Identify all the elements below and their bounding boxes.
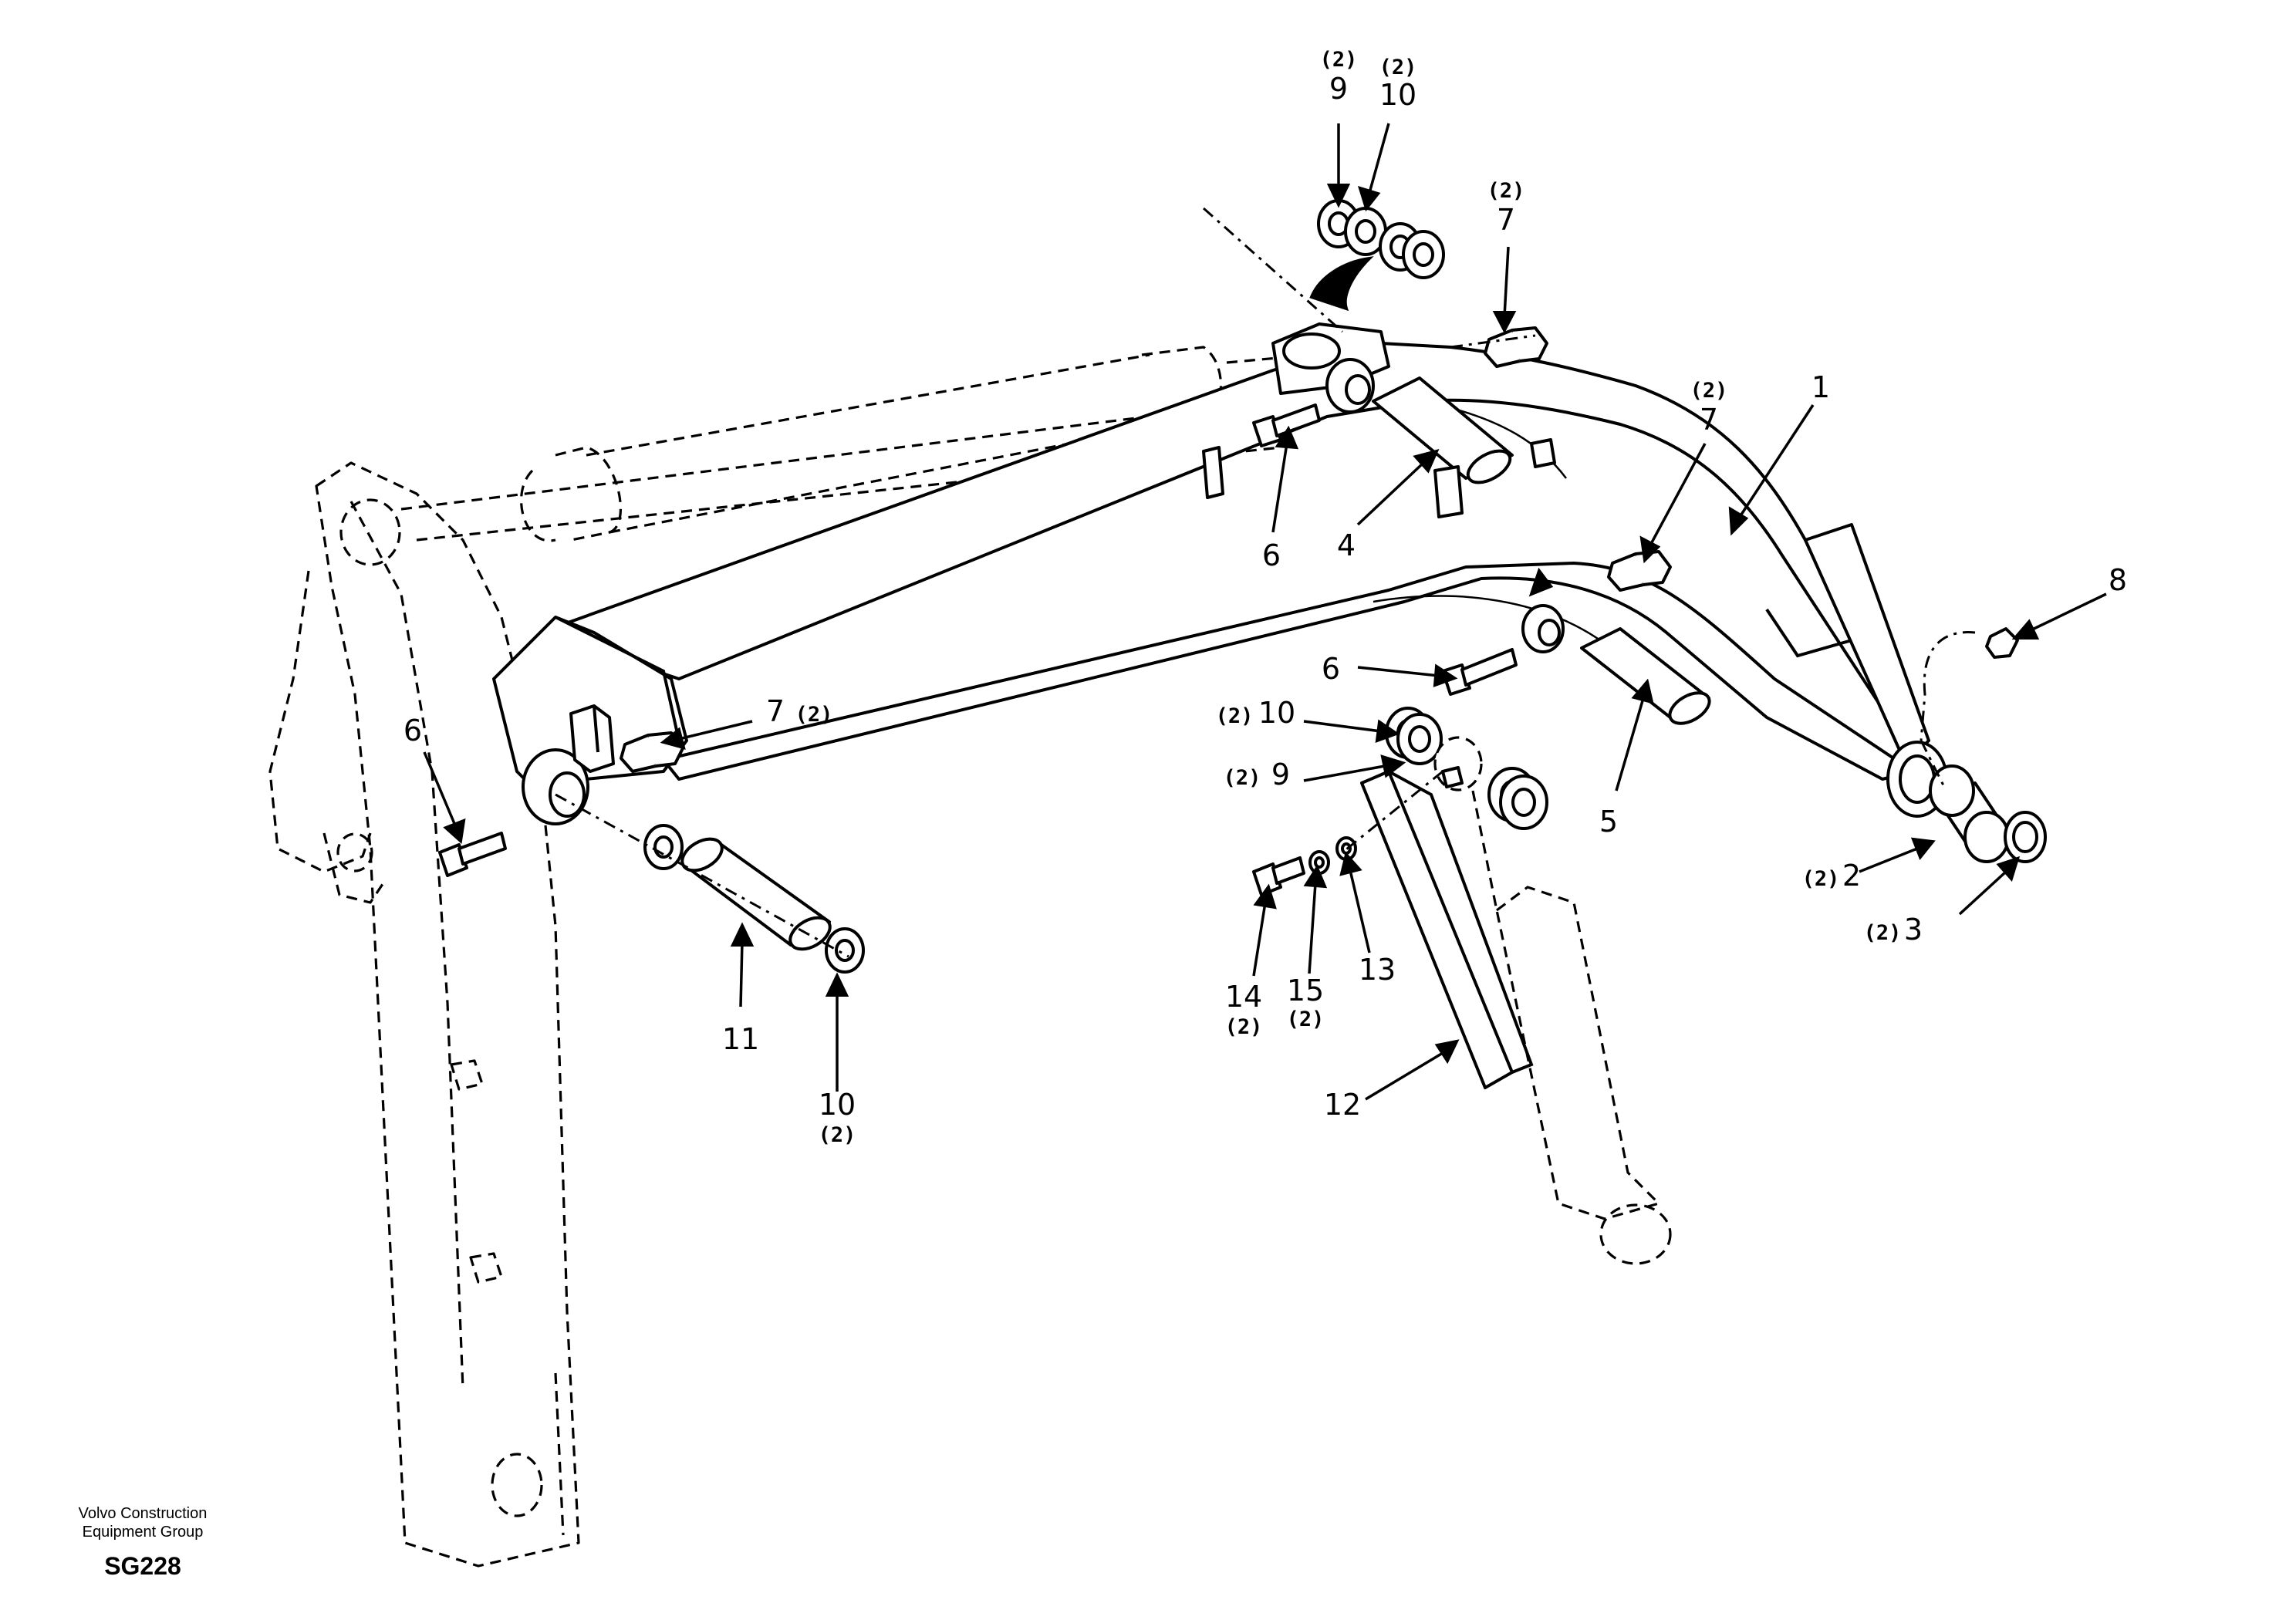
bolt-14 — [1252, 856, 1305, 896]
washer-10-left-a — [643, 824, 684, 870]
callout-6a-num: 6 — [403, 714, 422, 748]
pin-part-4 — [1372, 376, 1556, 518]
callout-14-qty: (2) — [1225, 1015, 1263, 1039]
callout-7c-num: 7 — [766, 694, 785, 728]
nuts — [620, 326, 2019, 773]
washer-set-top — [1309, 199, 1445, 312]
clip-block — [569, 704, 615, 773]
callout-4-num: 4 — [1337, 528, 1356, 562]
callout-15-num: 15 — [1287, 974, 1324, 1007]
callout-2-num: 2 — [1842, 859, 1861, 893]
seal-part-3 — [2004, 811, 2047, 863]
callout-2-qty: (2) — [1802, 867, 1840, 891]
callout-9b-qty: (2) — [1224, 766, 1261, 790]
callout-13-num: 12 — [1324, 1088, 1361, 1122]
callout-6c-num: 6 — [1322, 652, 1340, 686]
callout-7b-qty: (2) — [1690, 379, 1728, 403]
pin-part-5 — [1580, 627, 1711, 725]
callout-7c-qty: (2) — [795, 703, 833, 727]
leaders — [423, 123, 2107, 1101]
pin-part-11 — [680, 837, 832, 951]
callout-14-num: 14 — [1225, 980, 1262, 1014]
washer-set-mid — [1385, 707, 1548, 830]
bracket-part-13 — [1360, 770, 1534, 1089]
callout-6b-num: 6 — [1262, 538, 1281, 572]
boom — [492, 322, 1948, 825]
callout-10b-num: 10 — [1258, 696, 1295, 730]
washer-10-left-b — [825, 927, 865, 974]
phantom-arm — [268, 461, 580, 1568]
callout-10a-qty: (2) — [1379, 56, 1417, 79]
callout-3-num: 3 — [1904, 913, 1923, 947]
callout-7a-num: 7 — [1497, 203, 1515, 237]
centerlines — [555, 207, 1976, 958]
callout-9a-num: 9 — [1329, 72, 1348, 106]
callout-7b-num: 7 — [1700, 403, 1718, 437]
callout-8-num: 8 — [2109, 563, 2127, 597]
callout-9b-num: 9 — [1271, 758, 1290, 791]
callout-3-qty: (2) — [1864, 921, 1902, 945]
nut-8 — [1985, 627, 2019, 659]
callout-7a-qty: (2) — [1487, 179, 1525, 203]
washers — [643, 199, 2047, 974]
boom-mid-bosses — [1202, 358, 1565, 653]
nut-7-mid — [1607, 550, 1672, 592]
callout-12-num: 13 — [1359, 953, 1396, 987]
callout-10c-num: 10 — [819, 1088, 856, 1122]
bolt-6-right — [1441, 648, 1518, 696]
callout-10c-qty: (2) — [819, 1123, 856, 1147]
bolts — [438, 403, 1518, 896]
callout-10a-num: 10 — [1379, 78, 1416, 112]
company-name-line2: Equipment Group — [82, 1524, 204, 1541]
footer: Volvo Construction Equipment Group SG228 — [54, 1504, 231, 1581]
bolt-6-left — [438, 832, 507, 877]
callout-labels: (2) 9 (2) 10 (2) 7 1 (2) 7 8 6 4 6 5 7 (… — [403, 48, 2127, 1147]
callout-5-num: 5 — [1599, 805, 1618, 839]
callout-9a-qty: (2) — [1320, 48, 1358, 72]
callout-15-qty: (2) — [1287, 1007, 1325, 1031]
callout-10b-qty: (2) — [1216, 704, 1254, 728]
bushing-part-2 — [1929, 764, 2010, 863]
drawing-code: SG228 — [104, 1552, 181, 1580]
callout-1-num: 1 — [1811, 370, 1830, 404]
company-name-line1: Volvo Construction — [78, 1505, 208, 1522]
callout-11-num: 11 — [722, 1022, 759, 1056]
